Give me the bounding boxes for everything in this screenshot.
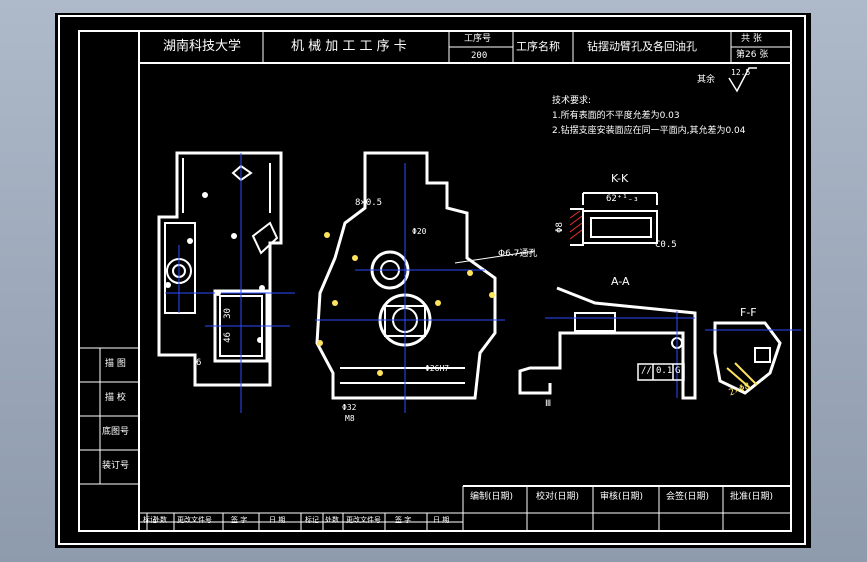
process-name-label: 工序名称	[516, 40, 560, 53]
role-compile: 编制(日期)	[470, 492, 514, 502]
kk-chamfer: C0.5	[655, 240, 677, 250]
front-holes	[165, 192, 265, 343]
kk-hatch	[569, 210, 583, 240]
left-label-base-no: 底图号	[102, 427, 130, 437]
ff-view	[705, 321, 801, 395]
role-countersign: 会签(日期)	[666, 492, 710, 502]
rev-col-file-2: 更改文件号	[346, 516, 381, 524]
part-view-side	[315, 151, 497, 400]
outer-border	[58, 15, 806, 545]
tolerance-symbol: //	[641, 366, 652, 376]
dim-phi32: Φ32	[342, 403, 357, 412]
inner-border	[78, 30, 792, 532]
requirements-heading: 技术要求:	[552, 96, 592, 106]
dim-m8: M8	[345, 414, 355, 423]
dim-phi20: Φ20	[412, 227, 427, 236]
hole-leader	[454, 250, 536, 264]
rev-col-count-2: 处数	[325, 516, 339, 524]
roughness-symbol	[728, 67, 757, 93]
dim-phi26: Φ26H7	[425, 364, 450, 373]
requirement-2: 2.钻摆支座安装面应在同一平面内,其允差为0.04	[552, 126, 746, 136]
roughness-label: 其余	[697, 75, 716, 85]
rev-col-count: 处数	[153, 516, 167, 524]
dim-6: 6	[196, 358, 202, 368]
side-holes	[317, 232, 495, 376]
dim-section: Ⅲ	[545, 399, 552, 409]
left-label-trace: 描 图	[105, 359, 126, 369]
left-label-trace-check: 描 校	[105, 393, 126, 403]
kk-dim: 62⁺¹₋₃	[606, 194, 639, 204]
dim-46: 46	[222, 332, 233, 343]
rev-col-file: 更改文件号	[177, 516, 212, 524]
roughness-value: 12.5	[731, 68, 751, 77]
rev-col-sign: 签 字	[231, 516, 248, 524]
ff-label: F-F	[740, 306, 757, 319]
dim-30: 30	[222, 308, 233, 319]
school-name: 湖南科技大学	[163, 39, 242, 54]
kk-dim-left: Φ8	[554, 222, 565, 233]
hole-note: Φ6.7通孔	[498, 249, 538, 259]
rev-col-date-2: 日 期	[433, 516, 450, 524]
dim-85: 8×0.5	[355, 198, 383, 208]
left-label-binding-no: 装订号	[102, 461, 130, 471]
card-title: 机 械 加 工 工 序 卡	[291, 39, 407, 54]
aa-label: A-A	[611, 275, 630, 288]
total-sheets: 共 张	[741, 34, 762, 44]
part-view-front	[157, 151, 283, 387]
cad-viewport[interactable]: 湖南科技大学 机 械 加 工 工 序 卡 工序号 200 工序名称 钻摆动臂孔及…	[55, 13, 811, 548]
kk-view	[570, 192, 658, 246]
process-no-label: 工序号	[464, 34, 492, 44]
role-review: 审核(日期)	[600, 492, 644, 502]
engineering-drawing	[58, 15, 806, 545]
front-centerlines	[165, 153, 295, 413]
rev-col-date: 日 期	[269, 516, 286, 524]
tolerance-frame	[637, 363, 685, 381]
rev-col-sign-2: 签 字	[395, 516, 412, 524]
kk-label: K-K	[611, 172, 629, 185]
tolerance-datum: G	[675, 366, 681, 376]
role-proofread: 校对(日期)	[536, 492, 580, 502]
aa-view	[518, 286, 697, 400]
side-centerlines	[315, 163, 505, 413]
sheet-no: 第26 张	[736, 50, 769, 60]
requirement-1: 1.所有表面的不平度允差为0.03	[552, 111, 680, 121]
rev-col-mark-2: 标记	[305, 516, 319, 524]
process-no: 200	[471, 51, 488, 61]
role-approve: 批准(日期)	[730, 492, 774, 502]
tolerance-value: 0.1	[656, 366, 673, 376]
rev-col-mark: 标记	[143, 516, 157, 524]
process-name: 钻摆动臂孔及各回油孔	[587, 40, 697, 53]
